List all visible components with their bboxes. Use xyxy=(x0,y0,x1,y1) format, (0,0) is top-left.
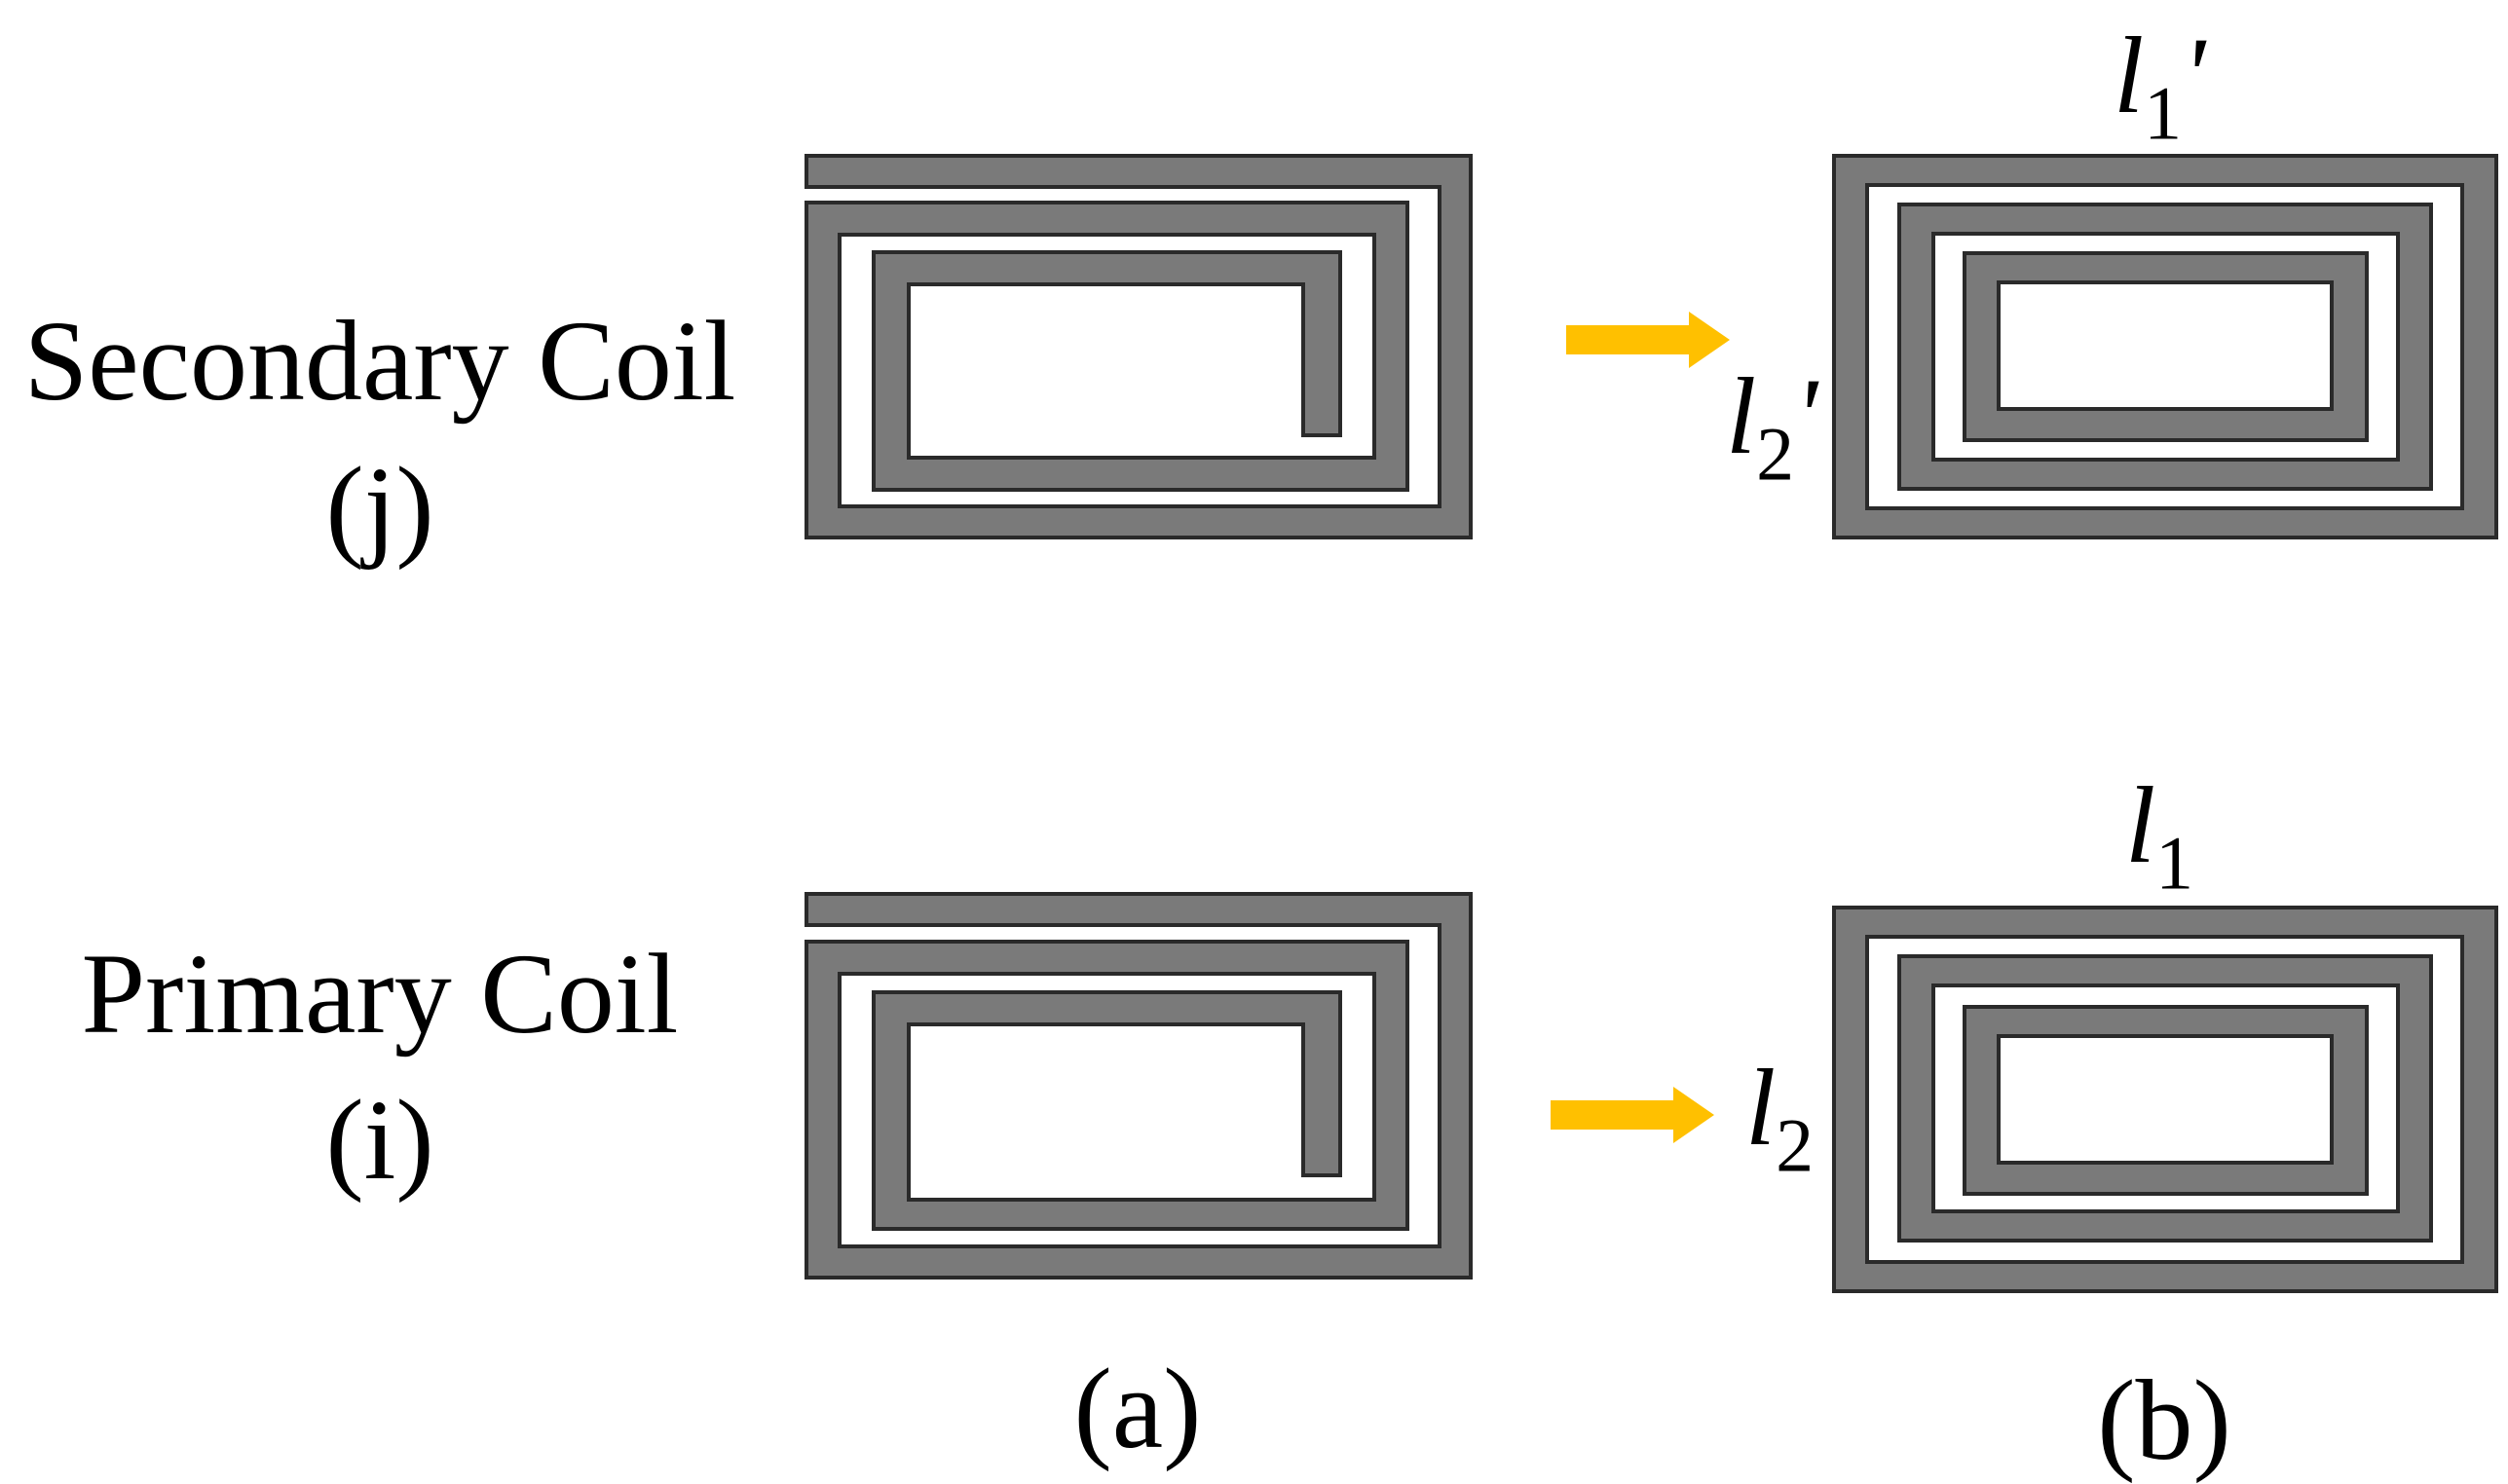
secondary-arrow-icon xyxy=(1566,312,1730,368)
secondary-concentric-coil xyxy=(1832,154,2498,539)
primary-arrow-icon xyxy=(1551,1087,1714,1143)
primary-spiral-coil xyxy=(805,892,1473,1280)
secondary-spiral-coil xyxy=(805,154,1473,539)
primary-concentric-coil xyxy=(1832,906,2498,1293)
secondary-l1-label: l1' xyxy=(2114,16,2206,156)
secondary-coil-label: Secondary Coil xyxy=(23,297,736,425)
secondary-coil-tag: (j) xyxy=(325,443,434,571)
caption-b: (b) xyxy=(2097,1356,2231,1484)
secondary-l2-label: l2' xyxy=(1726,356,1818,497)
primary-l1-label: l1 xyxy=(2125,765,2194,906)
primary-coil-label: Primary Coil xyxy=(81,930,679,1057)
primary-l2-label: l2 xyxy=(1745,1048,1815,1188)
primary-coil-tag: (i) xyxy=(325,1076,434,1204)
caption-a: (a) xyxy=(1073,1345,1202,1472)
